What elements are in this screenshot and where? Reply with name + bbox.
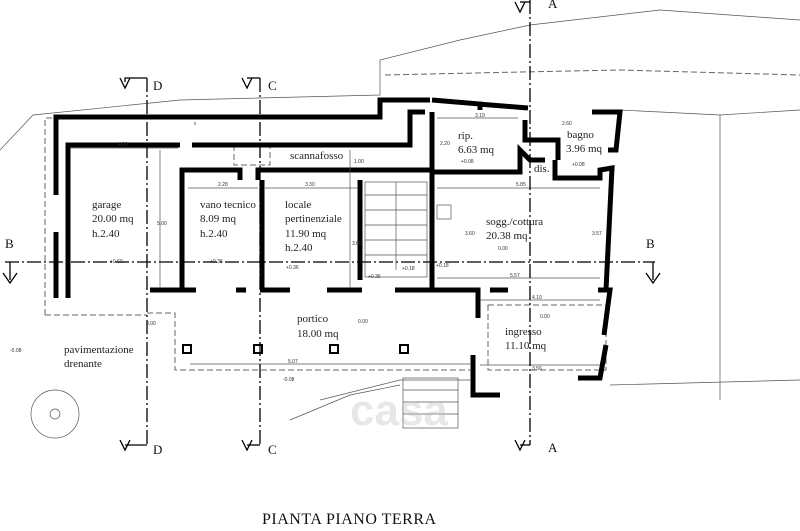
dimension: 3.60 [352, 241, 362, 247]
room-level: 0.00 [358, 319, 368, 325]
room-name-2: pertinenziale [285, 213, 342, 225]
room-name: garage [92, 199, 121, 211]
room-name: vano tecnico [200, 199, 256, 211]
room-area: 8.09 mq [200, 213, 237, 225]
dimension: 1.00 [354, 159, 364, 165]
level-mark: +0.60 [110, 259, 123, 265]
room-locale-pertinenziale: locale pertinenziale 11.90 mq h.2.40 [285, 199, 342, 254]
dimension-lines [70, 117, 600, 366]
room-level: 0.00 [498, 246, 508, 252]
room-vano-tecnico: vano tecnico 8.09 mq h.2.40 [200, 199, 256, 240]
area-name: pavimentazione [64, 344, 134, 356]
dimension: 2.20 [440, 141, 450, 147]
stairs [364, 181, 459, 429]
level-mark: +0.36 [286, 265, 299, 271]
room-dis: dis. [534, 163, 550, 175]
room-portico: portico 18.00 mq 0.00 [297, 313, 368, 340]
room-height: h.2.40 [92, 228, 120, 240]
room-area: 11.10 mq [505, 340, 547, 352]
area-pavimentazione-drenante: pavimentazione drenante -0.08 [10, 344, 134, 370]
dimension: 5.07 [288, 359, 298, 365]
dimension-texts: 4.00 5.00 2.28 3.30 3.60 1.00 3.19 2.20 … [118, 113, 602, 372]
room-level: +0.08 [572, 162, 585, 168]
walls [53, 97, 623, 398]
section-label-a-top: A [548, 0, 558, 11]
dimension: 3.19 [475, 113, 485, 119]
area-level: -0.08 [10, 348, 22, 354]
level-mark: -0.08 [283, 377, 295, 383]
section-label-d-top: D [153, 78, 162, 93]
room-name: bagno [567, 129, 594, 141]
room-area: 20.38 mq [486, 230, 528, 242]
dimension: 5.00 [157, 221, 167, 227]
dimension: 4.10 [532, 295, 542, 301]
room-bagno: bagno 3.96 mq +0.08 [566, 129, 603, 168]
room-soggiorno-cottura: sogg./cottura 20.38 mq 0.00 [486, 216, 543, 252]
room-rip: rip. 6.63 mq +0.08 [458, 130, 495, 165]
watermark-logo: casa [350, 386, 448, 435]
room-area: 6.63 mq [458, 144, 495, 156]
level-mark: +0.18 [436, 263, 449, 269]
dimension: 2.60 [562, 121, 572, 127]
room-name: portico [297, 313, 329, 325]
section-label-a-bottom: A [548, 440, 558, 455]
dimension: 3.00 [146, 321, 156, 327]
dimension: 3.30 [305, 182, 315, 188]
dimension: 3.56 [532, 366, 542, 372]
room-area: 11.90 mq [285, 228, 327, 240]
section-label-c-bottom: C [268, 442, 277, 457]
section-label-d-bottom: D [153, 442, 162, 457]
level-mark: +0.36 [210, 259, 223, 265]
room-height: h.2.40 [200, 228, 228, 240]
terrain-lines [0, 9, 800, 439]
room-name: rip. [458, 130, 473, 142]
room-area: 20.00 mq [92, 213, 134, 225]
area-name-2: drenante [64, 358, 102, 370]
portico-pillars [182, 344, 409, 354]
section-axes [2, 0, 661, 452]
room-level: 0.00 [540, 314, 550, 320]
room-ingresso: ingresso 11.10 mq 0.00 [505, 314, 550, 352]
section-label-c-top: C [268, 78, 277, 93]
room-garage: garage 20.00 mq h.2.40 [92, 199, 134, 240]
room-scannafosso: scannafosso [290, 150, 344, 162]
level-mark: +0.36 [368, 274, 381, 280]
room-name: locale [285, 199, 311, 211]
room-name: sogg./cottura [486, 216, 543, 228]
dimension: 2.28 [218, 182, 228, 188]
level-mark: +0.18 [402, 266, 415, 272]
dimension: 3.57 [592, 231, 602, 237]
section-label-b-left: B [5, 236, 14, 251]
dimension: 3.60 [465, 231, 475, 237]
section-label-b-right: B [646, 236, 655, 251]
dimension: 5.57 [510, 273, 520, 279]
dimension: 5.85 [516, 182, 526, 188]
room-height: h.2.40 [285, 242, 313, 254]
room-area: 3.96 mq [566, 143, 603, 155]
drawing-title: PIANTA PIANO TERRA [262, 511, 437, 528]
room-area: 18.00 mq [297, 328, 339, 340]
dimension: 4.00 [118, 142, 128, 148]
room-name: ingresso [505, 326, 542, 338]
room-level: +0.08 [461, 159, 474, 165]
